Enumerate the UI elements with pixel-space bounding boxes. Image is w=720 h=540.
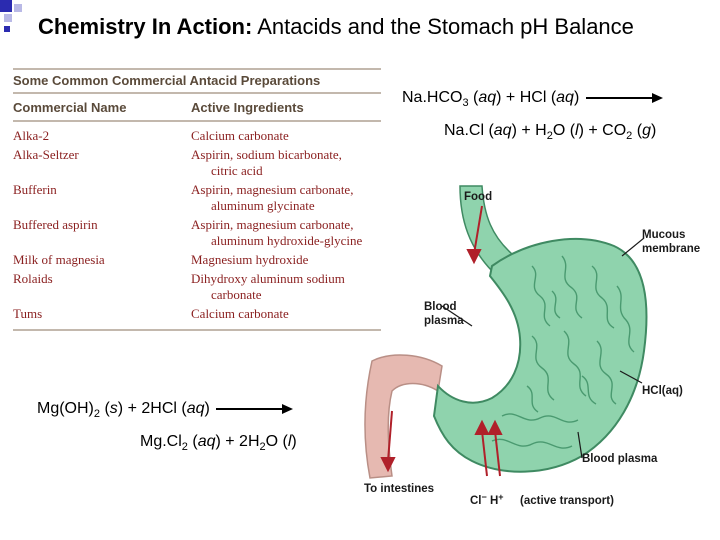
slide-title: Chemistry In Action: Antacids and the St… — [38, 14, 634, 40]
label-mucous: Mucous — [642, 229, 685, 241]
equation-2-reactants: Mg(OH)2 (s) + 2HCl (aq) — [37, 400, 294, 420]
table-row: Alka-2 Calcium carbonate — [13, 128, 381, 144]
row-ingredients-cont: carbonate — [211, 287, 262, 302]
label-membrane: membrane — [642, 243, 700, 255]
table-row: Bufferin Aspirin, magnesium carbonate,al… — [13, 182, 381, 214]
header-active-ingredients: Active Ingredients — [191, 100, 304, 115]
eq2-reactants-text: Mg(OH)2 (s) + 2HCl (aq) — [37, 400, 210, 421]
label-hcl: HCl(aq) — [642, 385, 683, 397]
header-commercial-name: Commercial Name — [13, 100, 127, 115]
equation-2-products: Mg.Cl2 (aq) + 2H2O (l) — [140, 433, 297, 453]
row-name: Alka-2 — [13, 128, 50, 143]
stomach-illustration: Food Mucous membrane Blood plasma HCl(aq… — [364, 185, 700, 507]
equation-1-reactants: Na.HCO3 (aq) + HCl (aq) — [402, 89, 664, 109]
table-row: Alka-Seltzer Aspirin, sodium bicarbonate… — [13, 147, 381, 179]
label-cl-h: Cl− H+ — [470, 492, 504, 507]
table-header: Commercial Name Active Ingredients — [13, 94, 381, 122]
row-ingredients-cont: aluminum glycinate — [211, 198, 315, 213]
row-ingredients: Aspirin, magnesium carbonate, — [191, 182, 354, 197]
row-ingredients-cont: aluminum hydroxide-glycine — [211, 233, 363, 248]
row-name: Tums — [13, 306, 43, 321]
eq1-reactants-text: Na.HCO3 (aq) + HCl (aq) — [402, 89, 580, 110]
table-body: Alka-2 Calcium carbonate Alka-Seltzer As… — [13, 122, 381, 331]
row-ingredients: Calcium carbonate — [191, 306, 289, 321]
label-blood: Blood — [424, 301, 457, 313]
row-ingredients: Calcium carbonate — [191, 128, 289, 143]
row-ingredients: Magnesium hydroxide — [191, 252, 309, 267]
table-caption: Some Common Commercial Antacid Preparati… — [13, 68, 381, 94]
table-row: Milk of magnesia Magnesium hydroxide — [13, 252, 381, 268]
red-arrows — [380, 205, 503, 477]
label-pointers — [441, 237, 645, 459]
table-row: Buffered aspirin Aspirin, magnesium carb… — [13, 217, 381, 249]
row-name: Buffered aspirin — [13, 217, 98, 232]
eq1-products-text: Na.Cl (aq) + H2O (l) + CO2 (g) — [444, 122, 657, 143]
intestine-shape — [364, 354, 443, 479]
row-ingredients: Aspirin, sodium bicarbonate, — [191, 147, 342, 162]
label-active-transport: (active transport) — [520, 495, 614, 507]
row-name: Rolaids — [13, 271, 53, 286]
row-ingredients: Aspirin, magnesium carbonate, — [191, 217, 354, 232]
label-plasma: plasma — [424, 315, 464, 327]
title-rest: Antacids and the Stomach pH Balance — [252, 14, 634, 39]
row-name: Alka-Seltzer — [13, 147, 79, 162]
row-ingredients: Dihydroxy aluminum sodium — [191, 271, 345, 286]
corner-decoration — [0, 0, 22, 32]
label-to-intestines: To intestines — [364, 483, 434, 495]
rugae-folds — [491, 255, 635, 449]
title-bold: Chemistry In Action: — [38, 14, 253, 39]
reaction-arrow-icon — [216, 403, 294, 414]
equation-1-products: Na.Cl (aq) + H2O (l) + CO2 (g) — [444, 122, 656, 142]
antacid-table: Some Common Commercial Antacid Preparati… — [13, 68, 381, 331]
row-name: Milk of magnesia — [13, 252, 105, 267]
eq2-products-text: Mg.Cl2 (aq) + 2H2O (l) — [140, 433, 297, 454]
row-name: Bufferin — [13, 182, 57, 197]
table-row: Tums Calcium carbonate — [13, 306, 381, 322]
row-ingredients-cont: citric acid — [211, 163, 263, 178]
stomach-shape — [432, 237, 648, 473]
reaction-arrow-icon — [585, 92, 663, 103]
label-food: Food — [464, 191, 492, 203]
label-blood-plasma: Blood plasma — [582, 453, 658, 465]
